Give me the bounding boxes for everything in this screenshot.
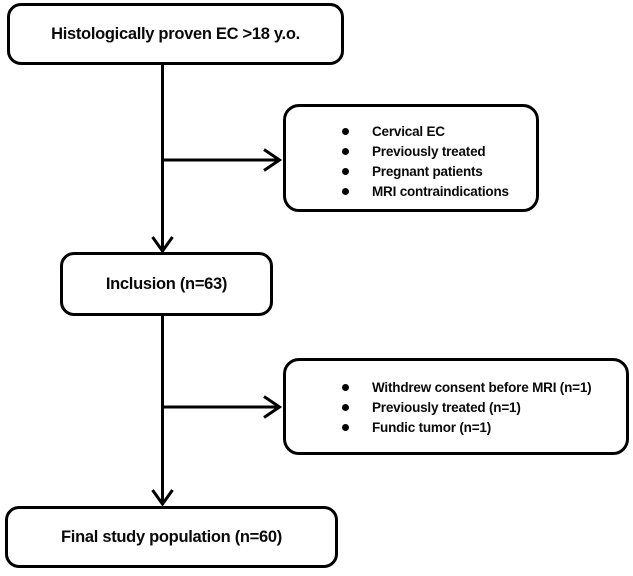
bullet-icon [342,384,349,391]
inclusion-box-label: Inclusion (n=63) [105,274,228,293]
arrowhead-down-inclusion [151,236,174,254]
exclusion-2-item-label: Previously treated (n=1) [372,400,521,415]
exclusion-1-item: Pregnant patients [286,162,536,182]
final-population-label: Final study population (n=60) [61,527,282,546]
arrowhead-down-final [151,489,174,507]
exclusion-2-item-label: Fundic tumor (n=1) [372,420,492,435]
exclusion-1-item-label: Pregnant patients [372,164,483,179]
exclusion-box-2: Withdrew consent before MRI (n=1) Previo… [283,358,629,455]
bullet-icon [342,404,349,411]
exclusion-2-item: Previously treated (n=1) [286,398,626,418]
exclusion-1-item-label: MRI contraindications [372,184,509,199]
exclusion-list-1: Cervical EC Previously treated Pregnant … [286,107,536,202]
exclusion-2-item: Fundic tumor (n=1) [286,418,626,438]
inclusion-box: Inclusion (n=63) [60,252,273,316]
arrowhead-right-exclusion-1 [263,148,283,172]
bullet-icon [342,188,349,195]
exclusion-box-1: Cervical EC Previously treated Pregnant … [283,104,539,212]
exclusion-1-item: Previously treated [286,142,536,162]
exclusion-1-item: MRI contraindications [286,182,536,202]
exclusion-1-item: Cervical EC [286,122,536,142]
final-population-box: Final study population (n=60) [5,506,338,568]
bullet-icon [342,168,349,175]
bullet-icon [342,128,349,135]
exclusion-1-item-label: Cervical EC [372,124,445,139]
exclusion-2-item-label: Withdrew consent before MRI (n=1) [372,380,592,395]
bullet-icon [342,148,349,155]
exclusion-2-item: Withdrew consent before MRI (n=1) [286,378,626,398]
top-box-histology: Histologically proven EC >18 y.o. [7,3,344,65]
arrowhead-right-exclusion-2 [263,395,283,419]
exclusion-1-item-label: Previously treated [372,144,486,159]
exclusion-list-2: Withdrew consent before MRI (n=1) Previo… [286,361,626,438]
top-box-label: Histologically proven EC >18 y.o. [51,24,300,43]
bullet-icon [342,424,349,431]
